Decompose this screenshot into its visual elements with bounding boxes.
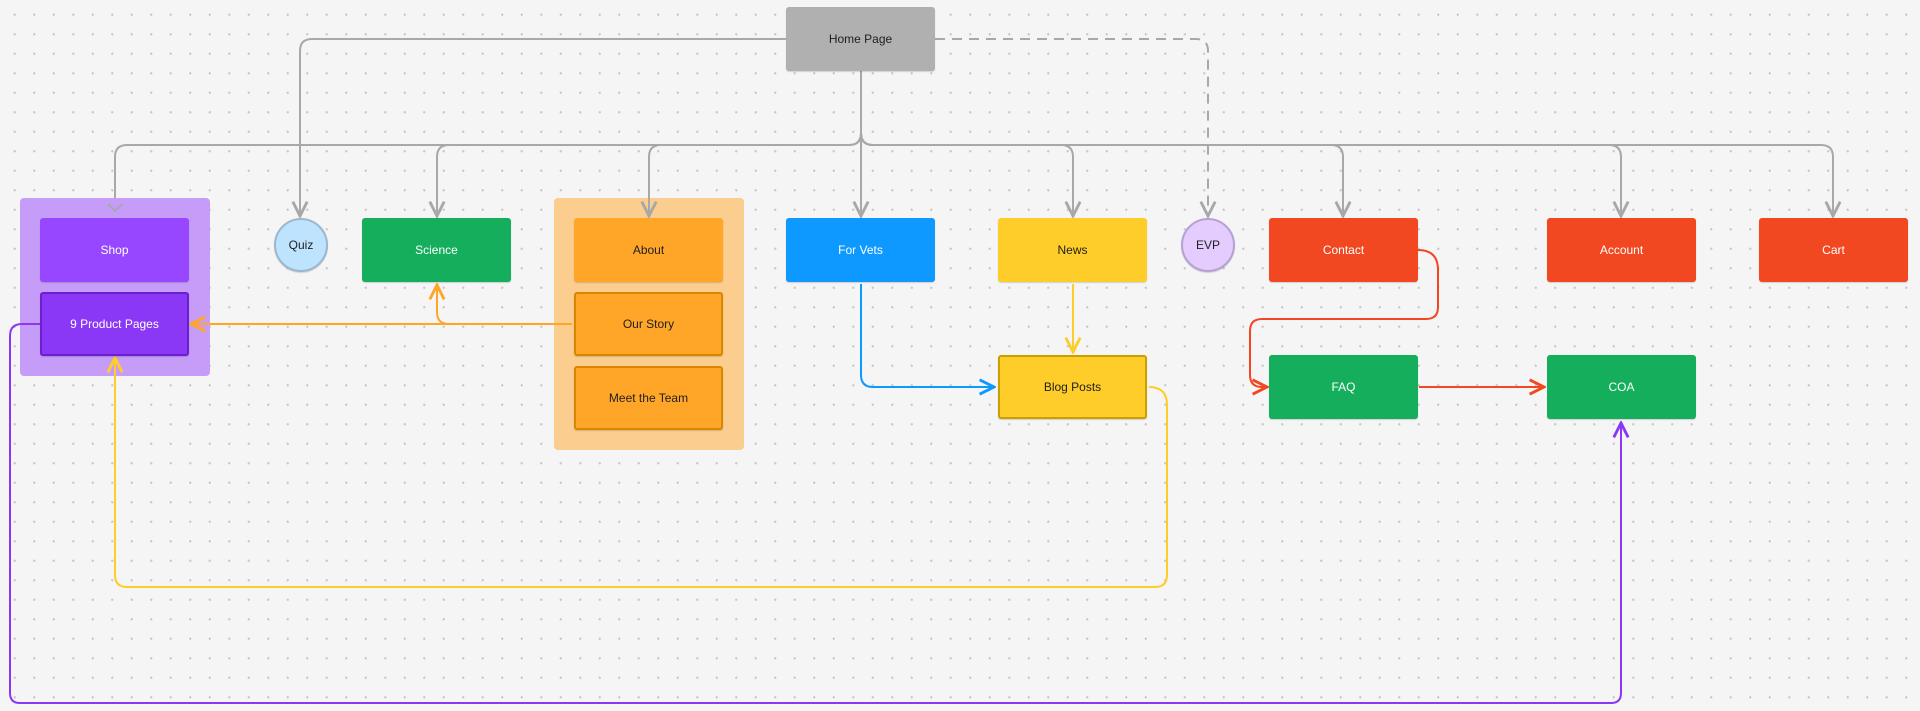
node-our-story[interactable]: Our Story bbox=[574, 292, 723, 356]
node-coa[interactable]: COA bbox=[1547, 355, 1696, 419]
node-coa-label: COA bbox=[1608, 380, 1635, 394]
node-contact[interactable]: Contact bbox=[1269, 218, 1418, 282]
node-news[interactable]: News bbox=[998, 218, 1147, 282]
node-our-story-label: Our Story bbox=[622, 317, 675, 331]
node-home-page[interactable]: Home Page bbox=[786, 7, 935, 71]
node-product-pages[interactable]: 9 Product Pages bbox=[40, 292, 189, 356]
node-evp-label: EVP bbox=[1195, 238, 1220, 252]
connector-bus bbox=[114, 132, 862, 198]
node-blog-posts-label: Blog Posts bbox=[1043, 380, 1102, 394]
node-faq-label: FAQ bbox=[1331, 380, 1356, 394]
node-quiz[interactable]: Quiz bbox=[274, 218, 328, 272]
node-account[interactable]: Account bbox=[1547, 218, 1696, 282]
node-cart[interactable]: Cart bbox=[1759, 218, 1908, 282]
node-blog-posts[interactable]: Blog Posts bbox=[998, 355, 1147, 419]
connector-forvets-blogposts bbox=[860, 284, 994, 387]
node-news-label: News bbox=[1057, 243, 1088, 257]
node-meet-the-team-label: Meet the Team bbox=[608, 391, 689, 405]
connector-home-cart bbox=[860, 132, 1833, 216]
node-account-label: Account bbox=[1599, 243, 1644, 257]
node-science[interactable]: Science bbox=[362, 218, 511, 282]
connector-home-quiz bbox=[300, 38, 786, 216]
connector-home-evp bbox=[935, 38, 1208, 216]
connector-home-about bbox=[649, 132, 862, 216]
node-for-vets-label: For Vets bbox=[838, 243, 883, 257]
node-home-page-label: Home Page bbox=[828, 32, 893, 46]
node-shop[interactable]: Shop bbox=[40, 218, 189, 282]
node-shop-label: Shop bbox=[100, 243, 129, 257]
node-faq[interactable]: FAQ bbox=[1269, 355, 1418, 419]
connector-home-shop-tip bbox=[107, 203, 123, 213]
node-evp[interactable]: EVP bbox=[1181, 218, 1235, 272]
connector-productpages-coa bbox=[9, 323, 1621, 704]
connector-contact-faq bbox=[1249, 249, 1439, 387]
node-science-label: Science bbox=[415, 243, 458, 257]
node-meet-the-team[interactable]: Meet the Team bbox=[574, 366, 723, 430]
connector-blogposts-productpages bbox=[115, 358, 1168, 588]
node-quiz-label: Quiz bbox=[288, 238, 314, 252]
node-about-label: About bbox=[632, 243, 665, 257]
node-contact-label: Contact bbox=[1322, 243, 1365, 257]
node-for-vets[interactable]: For Vets bbox=[786, 218, 935, 282]
node-cart-label: Cart bbox=[1822, 243, 1845, 257]
connector-ourstory-science bbox=[437, 285, 572, 325]
node-product-pages-label: 9 Product Pages bbox=[70, 317, 159, 331]
node-about[interactable]: About bbox=[574, 218, 723, 282]
